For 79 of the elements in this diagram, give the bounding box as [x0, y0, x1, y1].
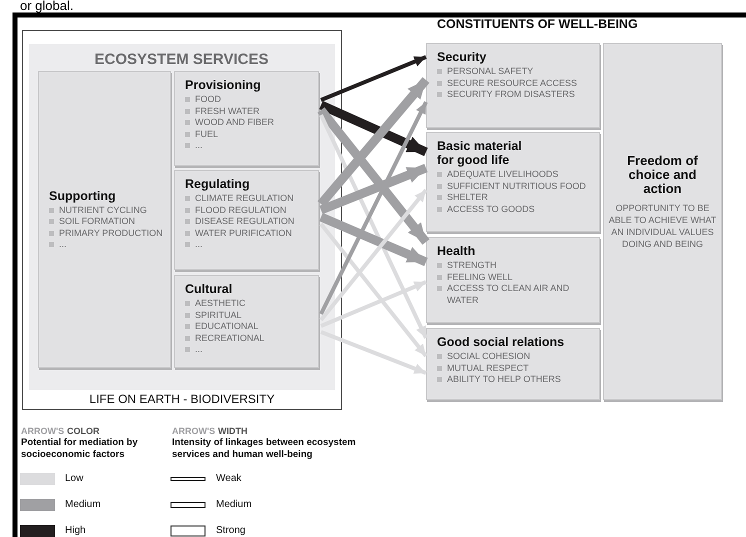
list-item: NUTRIENT CYCLING — [49, 204, 164, 216]
list-item: AESTHETIC — [185, 298, 312, 310]
list-item: ... — [49, 239, 164, 250]
list-item: PRIMARY PRODUCTION — [49, 228, 164, 239]
legend-label: Medium — [65, 499, 101, 510]
category-card — [426, 43, 600, 128]
arrow — [319, 188, 428, 322]
category-card — [603, 43, 722, 400]
biodiversity-caption: LIFE ON EARTH - BIODIVERSITY — [88, 392, 276, 406]
list-item: MUTUAL RESPECT — [437, 362, 593, 374]
category-card — [426, 328, 600, 400]
arrow — [319, 164, 428, 214]
list-item: WOOD AND FIBER — [185, 117, 312, 128]
list-item: SOCIAL COHESION — [437, 351, 593, 362]
arrow — [319, 212, 428, 266]
card-heading: Freedom of choice and action — [626, 154, 699, 196]
list-item: SECURITY FROM DISASTERS — [437, 89, 593, 100]
arrow — [318, 77, 430, 207]
legend-description: Intensity of linkages between ecosystem services and human well-being — [172, 437, 357, 461]
category-card — [38, 71, 171, 368]
page-text: or global. — [20, 0, 74, 13]
list-item: SECURE RESOURCE ACCESS — [437, 78, 593, 89]
list-item: ... — [185, 239, 312, 250]
legend-label: Strong — [216, 525, 246, 536]
card-heading: Health — [437, 244, 476, 258]
arrow — [319, 100, 428, 156]
legend-label: Weak — [216, 473, 242, 484]
list-item: ACCESS TO CLEAN AIR AND WATER — [437, 283, 593, 306]
list-item: ... — [185, 140, 312, 152]
list-item: RECREATIONAL — [185, 332, 312, 344]
list-item: SHELTER — [437, 192, 593, 204]
category-card — [426, 132, 600, 232]
legend-label: Low — [65, 473, 84, 484]
legend-heading: ARROW'S — [172, 426, 216, 436]
card-heading: Good social relations — [437, 335, 566, 349]
card-heading: Cultural — [185, 282, 234, 296]
card-heading: Regulating — [185, 177, 251, 191]
list-item: SUFFICIENT NUTRITIOUS FOOD — [437, 180, 593, 192]
list-item: EDUCATIONAL — [185, 321, 312, 332]
arrow — [319, 222, 428, 358]
list-item: ... — [185, 344, 312, 356]
list-item: SPIRITUAL — [185, 310, 312, 321]
list-item: STRENGTH — [437, 260, 593, 272]
card-heading: Basic material for good life — [437, 139, 523, 167]
card-description: OPPORTUNITY TO BE ABLE TO ACHIEVE WHAT AN INDIVIDUAL VALUES DOING AND BEING — [608, 202, 717, 250]
category-card — [426, 237, 600, 323]
arrow — [319, 114, 428, 339]
legend-label: High — [65, 525, 86, 536]
legend-heading: WIDTH — [218, 426, 248, 436]
arrow — [319, 101, 428, 315]
list-item: FRESH WATER — [185, 106, 312, 117]
legend-heading: COLOR — [67, 426, 100, 436]
list-item: WATER PURIFICATION — [185, 228, 312, 239]
arrow — [320, 280, 427, 328]
card-heading: Supporting — [49, 188, 117, 202]
legend-label: Medium — [216, 499, 252, 510]
card-heading: Security — [437, 50, 488, 64]
category-card — [174, 71, 319, 166]
arrow — [320, 330, 427, 375]
list-item: ADEQUATE LIVELIHOODS — [437, 169, 593, 180]
legend-heading: ARROW'S — [21, 426, 64, 436]
list-item: SOIL FORMATION — [49, 216, 164, 228]
panel-heading: ECOSYSTEM SERVICES — [94, 50, 270, 68]
arrow — [320, 55, 427, 102]
card-heading: Provisioning — [185, 78, 262, 92]
list-item: CLIMATE REGULATION — [185, 193, 312, 204]
arrow — [317, 107, 430, 245]
list-item: DISEASE REGULATION — [185, 216, 312, 228]
list-item: FOOD — [185, 94, 312, 106]
legend-description: Potential for mediation by socioeconomic factors — [21, 437, 139, 461]
list-item: ACCESS TO GOODS — [437, 204, 593, 215]
list-item: PERSONAL SAFETY — [437, 66, 593, 78]
list-item: FEELING WELL — [437, 272, 593, 283]
section-heading: CONSTITUENTS OF WELL-BEING — [437, 17, 638, 31]
list-item: ABILITY TO HELP OTHERS — [437, 374, 593, 386]
category-card — [174, 170, 319, 270]
list-item: FUEL — [185, 128, 312, 140]
category-card — [174, 275, 319, 368]
list-item: FLOOD REGULATION — [185, 204, 312, 216]
